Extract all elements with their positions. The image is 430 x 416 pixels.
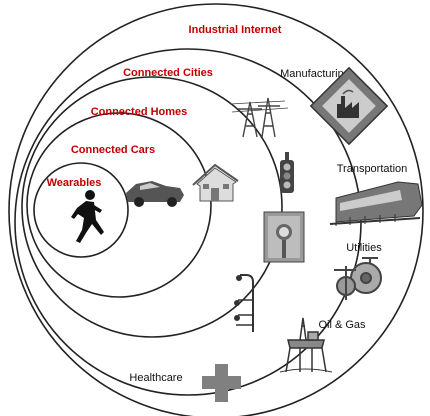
label-manufacturing: Manufacturing [280, 68, 350, 80]
label-wearables: Wearables [47, 177, 102, 189]
label-utilities: Utilities [346, 242, 382, 254]
label-connected-cars: Connected Cars [71, 144, 155, 156]
label-connected-homes: Connected Homes [91, 106, 188, 118]
factory-icon [309, 66, 389, 146]
power-pylon-icon [229, 97, 289, 138]
ring-connected-homes [21, 76, 283, 338]
train-icon [329, 181, 423, 226]
label-oil-gas: Oil & Gas [318, 319, 366, 331]
label-connected-cities: Connected Cities [123, 67, 213, 79]
street-lamp-icon [234, 274, 254, 332]
traffic-light-icon [280, 152, 294, 193]
label-healthcare: Healthcare [129, 372, 182, 384]
oil-platform-icon [279, 317, 333, 373]
parking-meter-icon [263, 211, 305, 263]
runner-icon [71, 190, 104, 243]
car-icon [126, 181, 184, 207]
label-transportation: Transportation [337, 163, 408, 175]
ring-wearables [33, 162, 129, 258]
ring-labels: Industrial Internet Connected Cities Con… [47, 24, 282, 189]
valve-icon [334, 257, 382, 300]
label-industrial-internet: Industrial Internet [189, 24, 282, 36]
ring-industrial-internet [8, 3, 424, 416]
sector-labels: Manufacturing Transportation Utilities O… [129, 68, 407, 384]
rings [8, 3, 424, 416]
medical-cross-icon [202, 364, 241, 402]
house-icon [192, 163, 239, 202]
ring-connected-cars [26, 112, 212, 298]
